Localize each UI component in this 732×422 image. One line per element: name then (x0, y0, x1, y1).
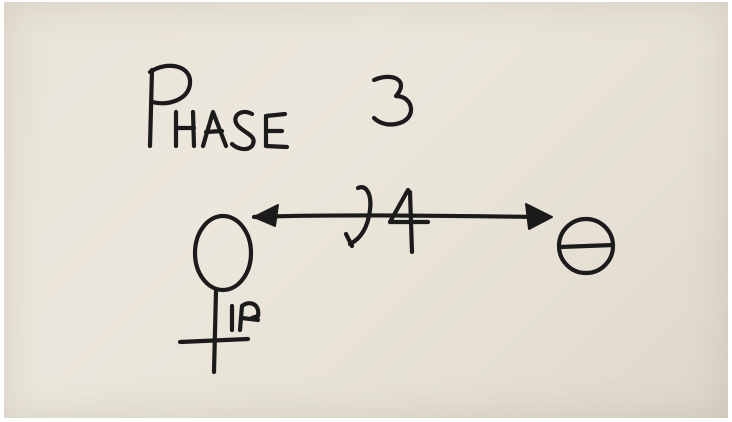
connector-double-arrow (251, 203, 553, 230)
title-text (147, 63, 414, 152)
paper-background (4, 2, 728, 418)
right-node-theta-symbol (556, 216, 616, 276)
left-node-annotation (229, 301, 261, 333)
connector-label (343, 185, 431, 255)
left-node-female-symbol (177, 213, 254, 375)
